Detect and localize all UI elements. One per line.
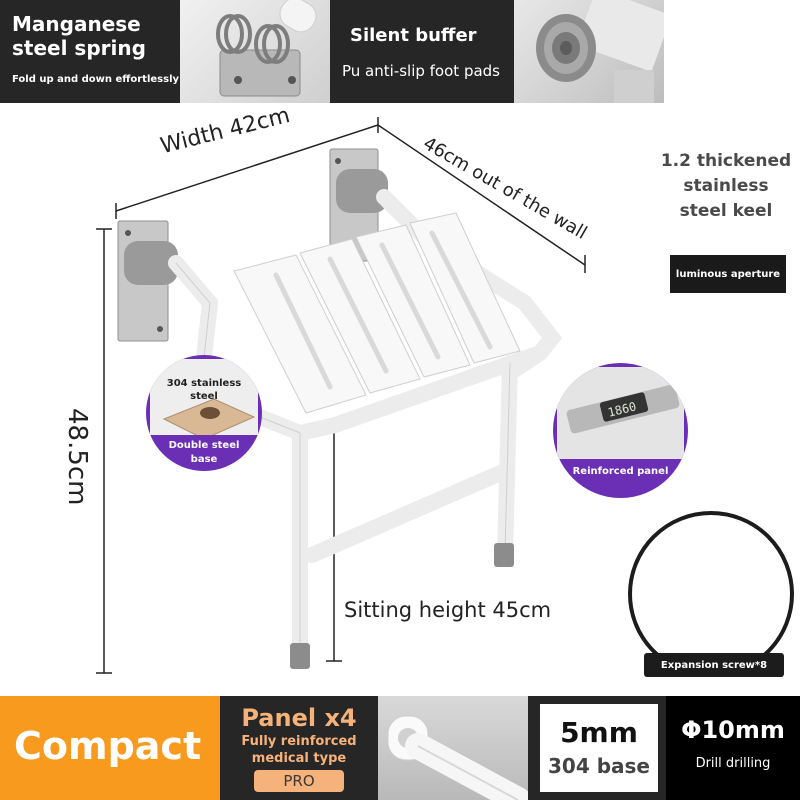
panel-detail-callout: 1860 Reinforced panel (553, 363, 688, 498)
sitting-height-label: Sitting height 45cm (344, 598, 552, 622)
panel-tile: Panel x4 Fully reinforced medical type P… (220, 696, 378, 800)
foot-pad-photo (514, 0, 664, 103)
spring-title: Manganese steel spring (12, 12, 146, 60)
foot-pad-illustration (536, 0, 664, 103)
spring-hinge-illustration (216, 0, 317, 97)
double-base-label: Double steel base (168, 440, 240, 465)
keel-feature-text: 1.2 thickened stainless steel keel (660, 151, 792, 221)
pro-badge: PRO (254, 770, 344, 792)
compact-label: Compact (14, 724, 202, 768)
seat-panels (233, 212, 521, 414)
product-showcase: Width 42cm 46cm out of the wall 48.5cm S… (0, 103, 800, 696)
foot-pad-left (290, 643, 310, 669)
wall-plates (117, 148, 388, 342)
buffer-subtitle: Pu anti-slip foot pads (342, 62, 500, 80)
spring-subtitle: Fold up and down effortlessly (12, 74, 180, 85)
drill-size-sub: Drill drilling (695, 756, 771, 771)
caliper-photo: 1860 (557, 367, 684, 459)
tube-joint-illustration (387, 715, 528, 800)
base-detail-callout: 304 stainless steel Double steel base (146, 355, 262, 471)
expansion-screw-tag: Expansion screw*8 (644, 653, 784, 677)
spring-feature-tile: Manganese steel spring Fold up and down … (0, 0, 180, 103)
drill-size-title: Φ10mm (681, 716, 785, 744)
panel-description: Fully reinforced medical type (241, 734, 357, 766)
tube-joint-photo (378, 696, 528, 800)
reinforced-panel-label: Reinforced panel (572, 466, 669, 477)
aperture-tag: luminous aperture (670, 255, 786, 293)
panel-count-title: Panel x4 (241, 704, 357, 732)
caliper-reading: 1860 (606, 399, 637, 420)
base-detail-photo (150, 359, 258, 435)
base-thickness-sub: 304 base (548, 754, 650, 778)
compact-tile: Compact (0, 696, 220, 800)
base-thickness-box: 5mm 304 base (540, 704, 658, 792)
buffer-title: Silent buffer (350, 25, 477, 46)
foot-pad-right (494, 543, 514, 567)
top-feature-banner: Manganese steel spring Fold up and down … (0, 0, 800, 103)
base-thickness-title: 5mm (560, 716, 638, 749)
base-thickness-tile: 5mm 304 base (528, 696, 666, 800)
base-material-label: 304 stainless steel (166, 378, 242, 402)
height-dimension-label: 48.5cm (62, 408, 92, 506)
bottom-feature-strip: Compact Panel x4 Fully reinforced medica… (0, 696, 800, 800)
banner-spacer (664, 0, 800, 103)
drill-tile: Φ10mm Drill drilling (666, 696, 800, 800)
spring-photo (180, 0, 330, 103)
buffer-feature-tile: Silent buffer Pu anti-slip foot pads (330, 0, 514, 103)
